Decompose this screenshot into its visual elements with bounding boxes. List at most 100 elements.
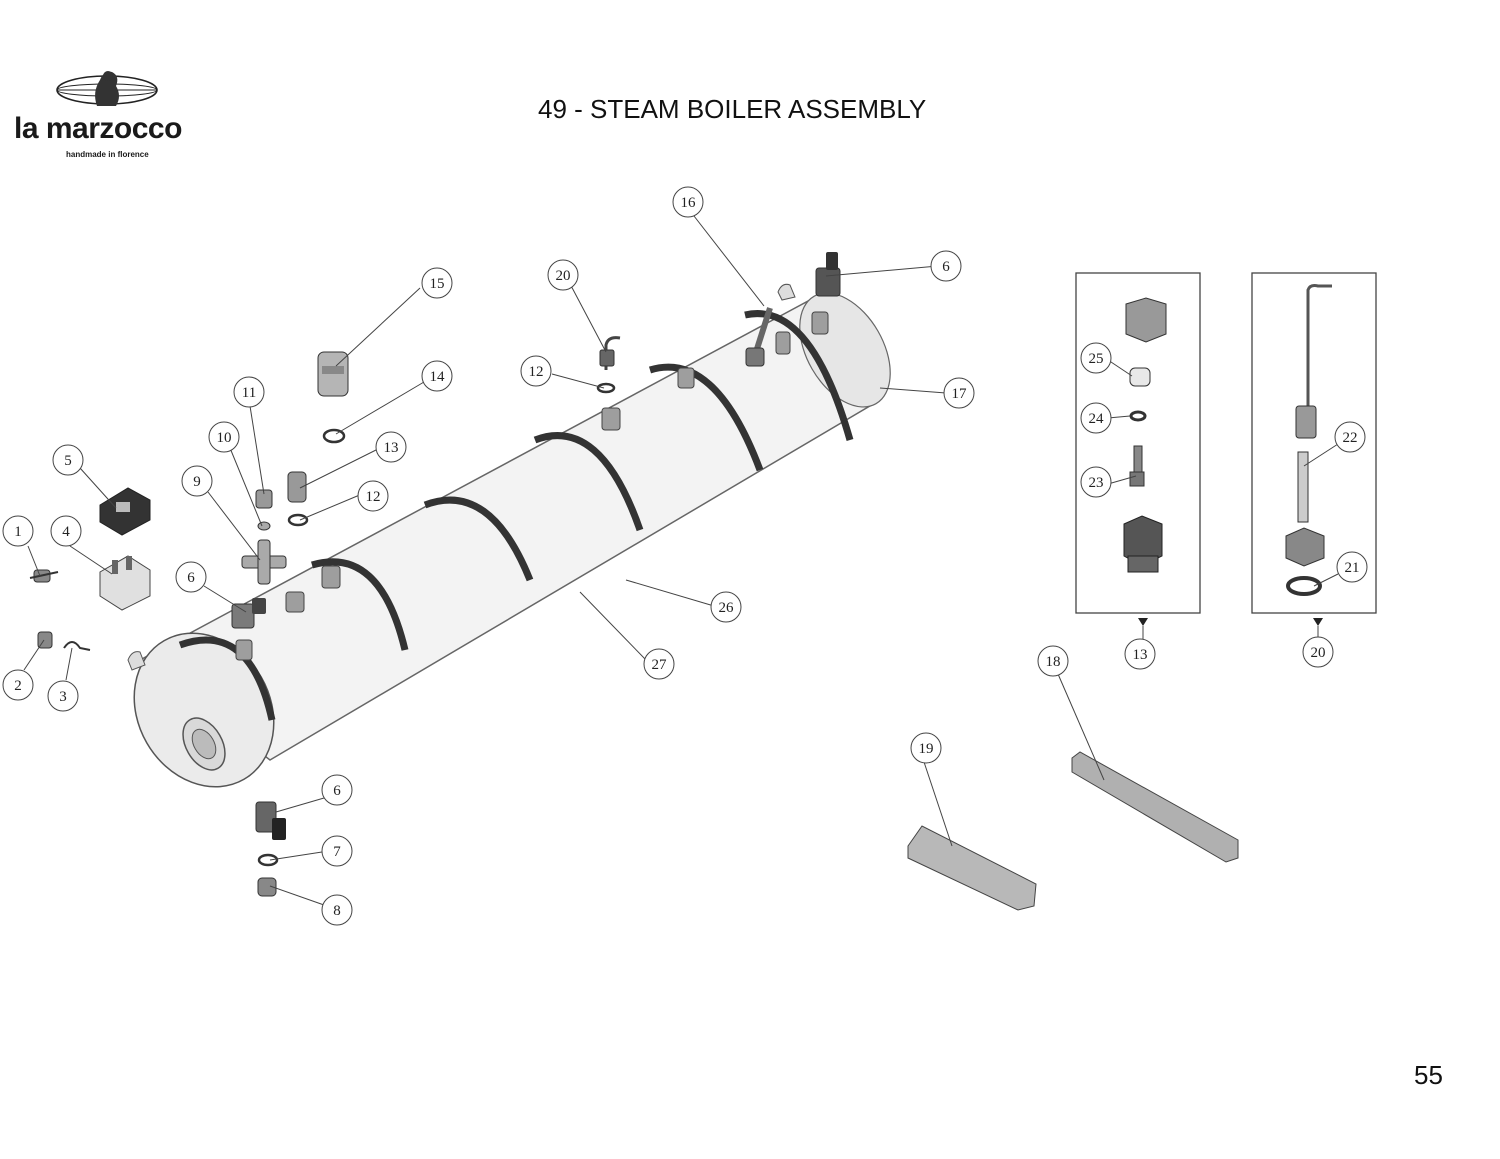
detail-box-20 — [1251, 272, 1377, 614]
part-4-relay — [99, 555, 151, 611]
part-3-clip — [63, 641, 91, 651]
callout-24: 24 — [1080, 402, 1112, 434]
svg-text:4: 4 — [62, 524, 70, 540]
svg-text:25: 25 — [1089, 351, 1104, 367]
part-7-washer — [257, 853, 279, 867]
svg-text:15: 15 — [430, 276, 445, 292]
callout-5: 5 — [52, 444, 84, 476]
callout-13: 13 — [1124, 638, 1156, 670]
svg-text:6: 6 — [333, 783, 341, 799]
svg-text:11: 11 — [242, 385, 256, 401]
callout-18: 18 — [1037, 645, 1069, 677]
callout-26: 26 — [710, 591, 742, 623]
part-16-probe — [745, 307, 773, 367]
part-1-sensor — [29, 569, 59, 583]
svg-text:24: 24 — [1089, 411, 1105, 427]
part-20-level-probe — [599, 336, 621, 370]
detail-20-parts — [1285, 284, 1332, 596]
boiler-fittings — [235, 311, 829, 661]
svg-text:5: 5 — [64, 453, 72, 469]
callout-10: 10 — [208, 421, 240, 453]
part-12-washer-b — [596, 382, 616, 394]
svg-text:17: 17 — [952, 386, 968, 402]
detail-box-13 — [1075, 272, 1201, 614]
brand-name: la marzocco — [14, 112, 182, 145]
svg-text:21: 21 — [1345, 560, 1360, 576]
page-number: 55 — [1414, 1060, 1443, 1090]
callout-22: 22 — [1334, 421, 1366, 453]
part-19-bracket — [907, 825, 1037, 911]
callout-9: 9 — [181, 465, 213, 497]
callout-13: 13 — [375, 431, 407, 463]
svg-text:27: 27 — [652, 657, 668, 673]
svg-text:22: 22 — [1343, 430, 1358, 446]
callout-25: 25 — [1080, 342, 1112, 374]
callout-4: 4 — [50, 515, 82, 547]
part-11-nut — [255, 489, 273, 509]
part-15-safety-valve — [317, 351, 349, 397]
svg-text:7: 7 — [333, 844, 341, 860]
part-9-cross-fitting — [241, 539, 287, 585]
svg-text:6: 6 — [187, 570, 195, 586]
brand-tagline: handmade in florence — [66, 150, 149, 159]
svg-text:12: 12 — [529, 364, 544, 380]
svg-text:23: 23 — [1089, 475, 1104, 491]
callout-14: 14 — [421, 360, 453, 392]
arrow-up-icon — [1138, 618, 1148, 626]
svg-text:20: 20 — [556, 268, 571, 284]
svg-text:13: 13 — [1133, 647, 1148, 663]
callout-6: 6 — [175, 561, 207, 593]
part-14-washer — [322, 428, 346, 444]
svg-text:26: 26 — [719, 600, 735, 616]
part-18-bracket — [1071, 751, 1239, 863]
part-6-valve-a — [231, 598, 266, 629]
callout-21: 21 — [1336, 551, 1368, 583]
callout-6: 6 — [930, 250, 962, 282]
callout-12: 12 — [520, 355, 552, 387]
svg-text:14: 14 — [430, 369, 446, 385]
callout-17: 17 — [943, 377, 975, 409]
part-8-nut — [257, 877, 277, 897]
callouts: 1 2 3 4 5 6 6 6 7 8 9 10 11 12 12 13 13 … — [2, 186, 1368, 926]
svg-text:19: 19 — [919, 741, 934, 757]
svg-text:3: 3 — [59, 689, 67, 705]
steam-boiler-body — [127, 283, 891, 788]
callout-2: 2 — [2, 669, 34, 701]
callout-20: 20 — [1302, 636, 1334, 668]
callout-15: 15 — [421, 267, 453, 299]
part-12-washer-a — [287, 513, 309, 527]
svg-text:9: 9 — [193, 474, 201, 490]
svg-text:1: 1 — [14, 524, 22, 540]
part-6-valve-c — [255, 801, 286, 840]
callout-27: 27 — [643, 648, 675, 680]
callout-16: 16 — [672, 186, 704, 218]
callout-20: 20 — [547, 259, 579, 291]
callout-8: 8 — [321, 894, 353, 926]
callout-12: 12 — [357, 480, 389, 512]
callout-23: 23 — [1080, 466, 1112, 498]
callout-1: 1 — [2, 515, 34, 547]
part-6-valve-b — [815, 252, 841, 297]
page-title: 49 - STEAM BOILER ASSEMBLY — [538, 94, 927, 124]
lion-globe-logo — [56, 71, 158, 106]
arrow-up-icon — [1313, 618, 1323, 626]
svg-text:20: 20 — [1311, 645, 1326, 661]
callout-19: 19 — [910, 732, 942, 764]
svg-text:10: 10 — [217, 430, 232, 446]
svg-text:8: 8 — [333, 903, 341, 919]
detail-13-parts — [1123, 297, 1167, 573]
svg-text:2: 2 — [14, 678, 22, 694]
svg-text:13: 13 — [384, 440, 399, 456]
part-13-valve — [287, 471, 307, 503]
svg-text:18: 18 — [1046, 654, 1061, 670]
callout-7: 7 — [321, 835, 353, 867]
svg-text:12: 12 — [366, 489, 381, 505]
part-10-ring — [257, 521, 271, 531]
svg-text:6: 6 — [942, 259, 950, 275]
callout-11: 11 — [233, 376, 265, 408]
leader-lines — [23, 215, 1339, 906]
callout-3: 3 — [47, 680, 79, 712]
callout-6: 6 — [321, 774, 353, 806]
